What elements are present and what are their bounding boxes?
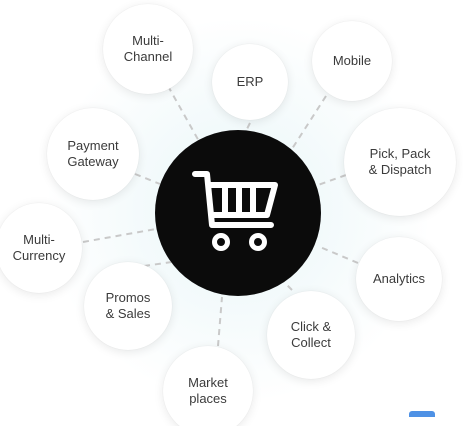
connector-market-places — [217, 296, 223, 347]
node-click-collect: Click & Collect — [267, 291, 355, 379]
connector-click-collect — [283, 281, 293, 291]
node-erp: ERP — [212, 44, 288, 120]
node-label-multi-channel: Multi- Channel — [123, 33, 173, 64]
connector-payment-gateway — [134, 173, 161, 185]
node-label-click-collect: Click & Collect — [290, 319, 332, 350]
hub-circle — [155, 130, 321, 296]
node-label-mobile: Mobile — [332, 53, 372, 68]
node-pick-pack-dispatch: Pick, Pack & Dispatch — [344, 108, 456, 216]
node-multi-currency: Multi- Currency — [0, 203, 82, 293]
node-label-erp: ERP — [236, 74, 264, 89]
node-analytics: Analytics — [356, 237, 442, 321]
connector-promos — [143, 261, 173, 267]
connector-pick-pack — [317, 174, 347, 186]
node-label-analytics: Analytics — [372, 271, 426, 286]
connector-mobile — [289, 95, 327, 153]
node-label-market-places: Market places — [188, 375, 228, 406]
node-label-multi-currency: Multi- Currency — [12, 232, 66, 263]
node-promos-sales: Promos & Sales — [84, 262, 172, 350]
connector-multi-currency — [82, 228, 157, 243]
node-label-promos-sales: Promos & Sales — [105, 290, 151, 321]
connector-analytics — [319, 246, 359, 264]
connector-erp — [245, 122, 251, 132]
node-multi-channel: Multi- Channel — [103, 4, 193, 94]
connector-multi-channel — [167, 85, 201, 144]
shopping-cart-icon — [192, 171, 278, 251]
node-label-payment-gateway: Payment Gateway — [67, 138, 119, 169]
node-label-pick-pack-dispatch: Pick, Pack & Dispatch — [368, 146, 432, 177]
node-payment-gateway: Payment Gateway — [47, 108, 139, 200]
node-market-places: Market places — [163, 346, 253, 426]
corner-accent-mark — [409, 411, 435, 417]
node-mobile: Mobile — [312, 21, 392, 101]
